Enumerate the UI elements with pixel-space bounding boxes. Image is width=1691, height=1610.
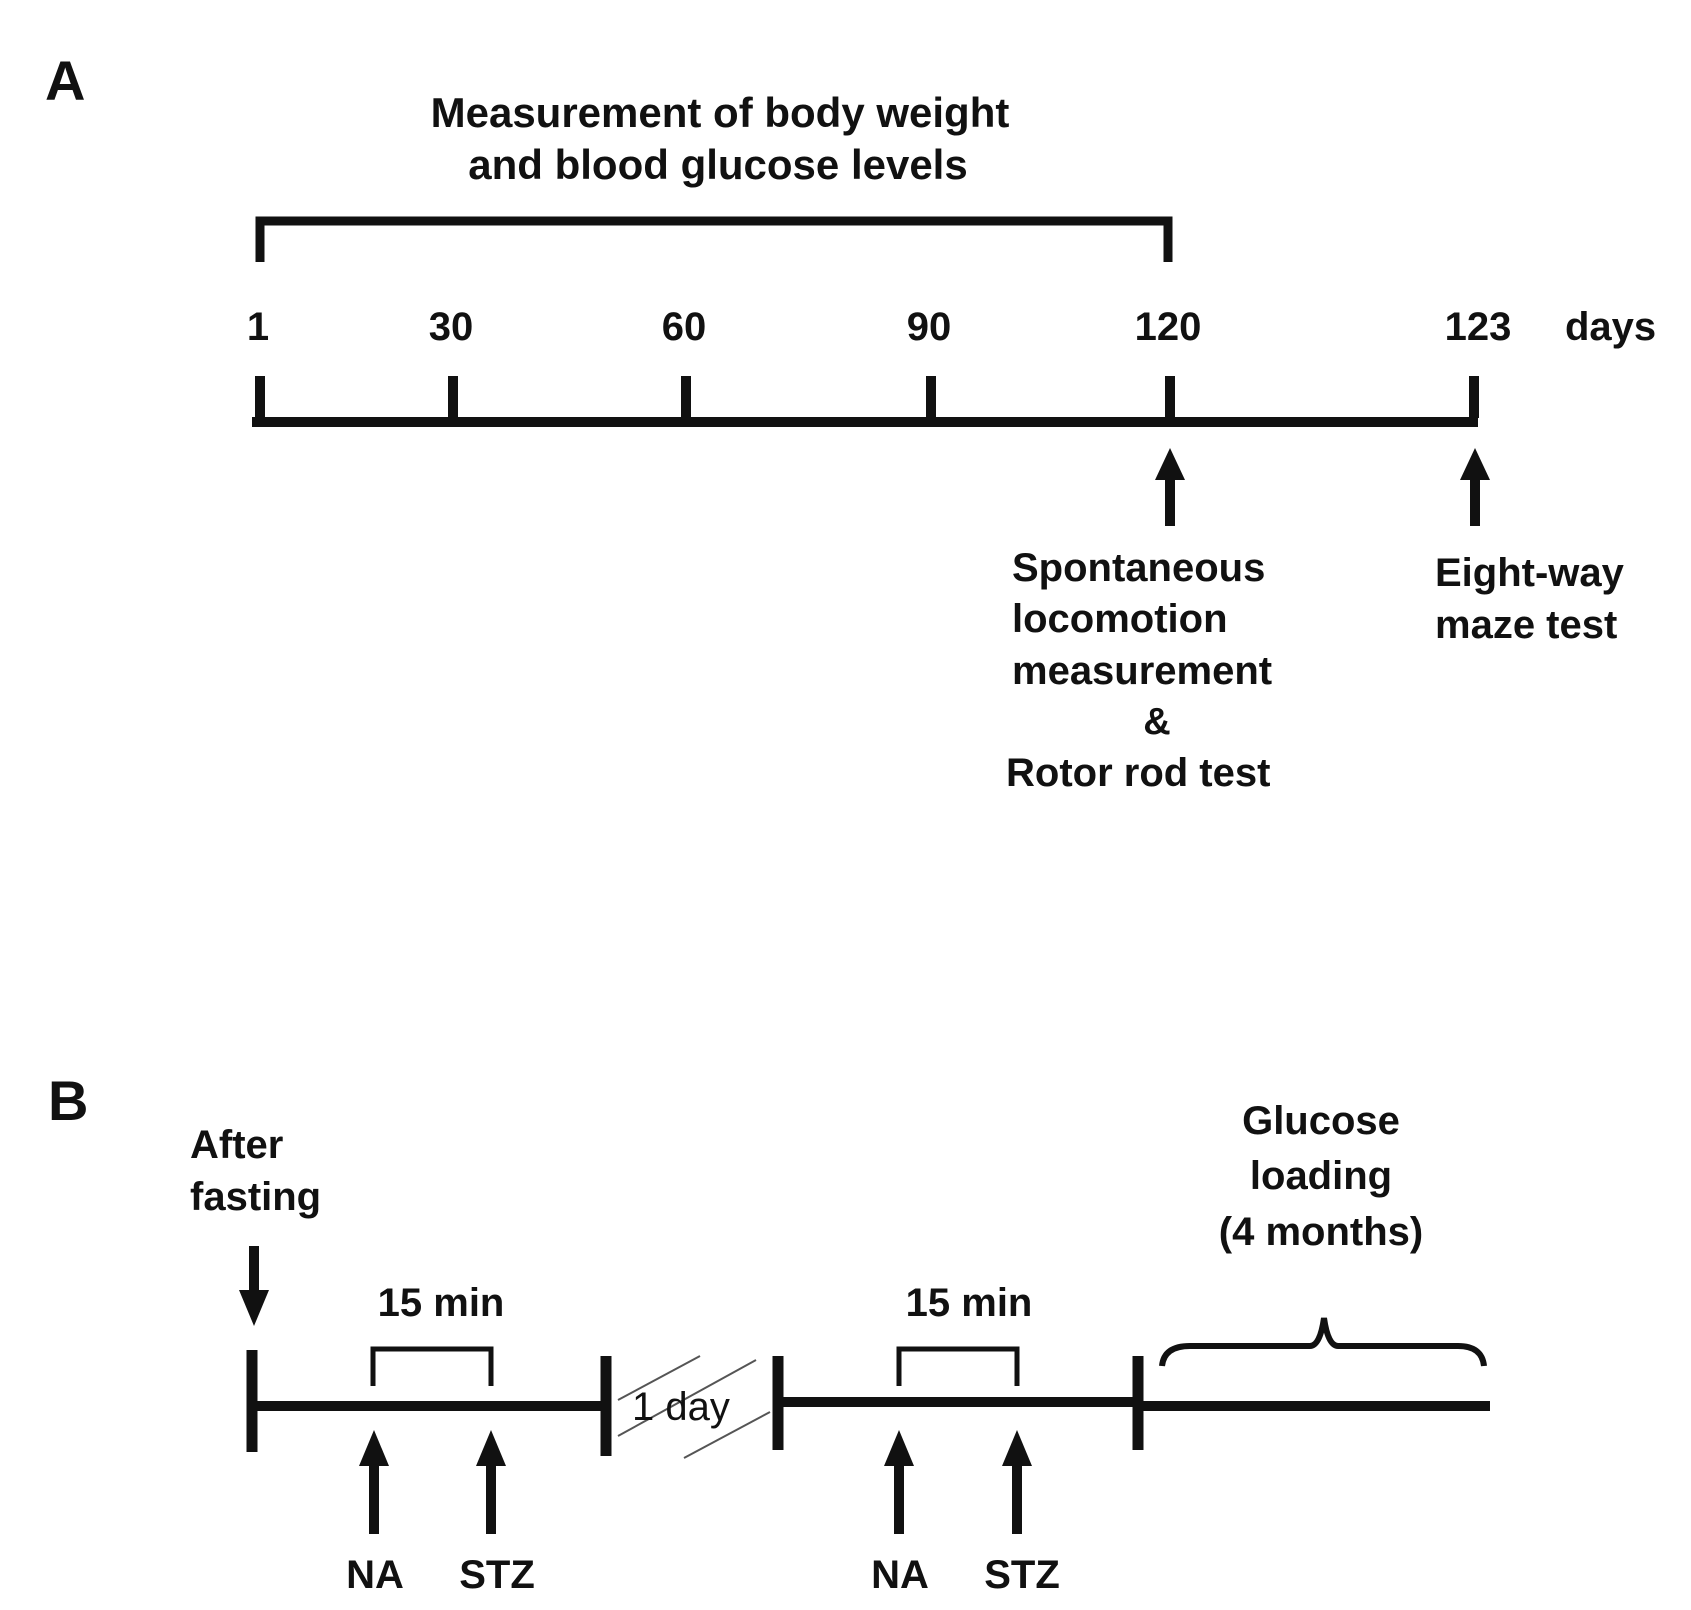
event-120-line3: measurement [1012,649,1272,693]
arrow-label-stz-2: STZ [984,1553,1060,1597]
arrow-up-na-2-icon [884,1430,914,1534]
event-120-line2: locomotion [1012,597,1228,641]
arrow-up-stz-1-icon [476,1430,506,1534]
tick-label-30: 30 [429,305,474,349]
loading-brace [1159,1317,1487,1367]
arrow-label-na-2: NA [871,1553,929,1597]
loading-label-line2: loading [1250,1154,1392,1198]
tick-label-123: 123 [1445,305,1512,349]
loading-label-line1: Glucose [1242,1099,1400,1143]
arrow-up-na-1-icon [359,1430,389,1534]
arrow-up-stz-2-icon [1002,1430,1032,1534]
interval-bracket-1 [370,1346,494,1386]
panel-a-label: A [45,49,85,112]
timeline-segment-2 [772,1356,1490,1450]
loading-label-line3: (4 months) [1219,1210,1423,1254]
start-label-line1: After [190,1123,283,1167]
arrow-label-na-1: NA [346,1553,404,1597]
start-label-line2: fasting [190,1175,321,1219]
tick-label-60: 60 [662,305,707,349]
interval-bracket-2 [896,1346,1020,1386]
arrow-label-stz-1: STZ [459,1553,535,1597]
timeline-axis [252,376,1479,427]
arrow-down-icon [239,1246,269,1326]
axis-unit-days: days [1565,305,1656,349]
event-120-line5: Rotor rod test [1006,751,1270,795]
bracket-title-line1: Measurement of body weight [431,89,1010,136]
timeline-segment-1 [246,1350,612,1456]
gap-hatch [617,1355,771,1459]
measurement-bracket [255,216,1173,262]
event-123-line2: maze test [1435,603,1617,647]
event-120-line4: & [1143,701,1170,743]
arrow-up-123-icon [1460,448,1490,526]
interval-label-1: 15 min [378,1281,505,1325]
tick-label-90: 90 [907,305,952,349]
gap-label: 1 day [632,1385,730,1429]
bracket-title-line2: and blood glucose levels [468,141,967,188]
arrow-up-120-icon [1155,448,1185,526]
event-123-line1: Eight-way [1435,551,1625,595]
tick-label-1: 1 [247,305,269,349]
event-120-line1: Spontaneous [1012,546,1265,590]
interval-label-2: 15 min [906,1281,1033,1325]
tick-label-120: 120 [1135,305,1202,349]
panel-b-label: B [48,1069,88,1132]
